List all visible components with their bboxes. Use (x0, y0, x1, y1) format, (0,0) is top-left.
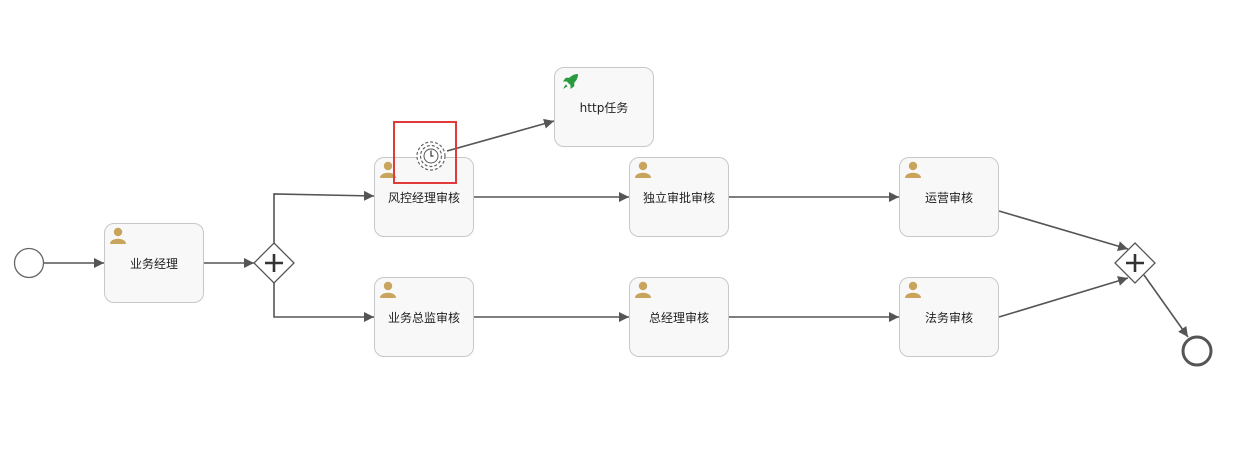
flow-join-to-end[interactable] (1143, 274, 1189, 338)
task-label: 运营审核 (924, 190, 973, 205)
task-label: 风控经理审核 (387, 190, 460, 205)
task-label: 总经理审核 (648, 310, 709, 325)
task-label: 业务经理 (129, 256, 178, 271)
flow-fork-to-director-review[interactable] (273, 283, 374, 322)
task-manager[interactable]: 业务经理 (104, 223, 204, 303)
user-icon (380, 281, 396, 298)
end-event[interactable] (1181, 335, 1213, 367)
flow-legal-to-join[interactable] (998, 276, 1129, 318)
task-http[interactable]: http任务 (554, 67, 654, 147)
clock-icon (423, 148, 439, 164)
user-icon (110, 227, 126, 244)
timer-boundary-event[interactable] (415, 140, 447, 172)
task-director-review[interactable]: 业务总监审核 (374, 277, 474, 357)
plus-icon (1126, 254, 1144, 272)
task-label: http任务 (579, 100, 629, 115)
flow-fork-to-risk-review[interactable] (273, 190, 375, 243)
task-label: 法务审核 (924, 310, 973, 325)
flow-operations-to-join[interactable] (998, 210, 1129, 251)
task-gm-review[interactable]: 总经理审核 (629, 277, 729, 357)
fork-parallel-gateway[interactable] (253, 242, 295, 284)
join-parallel-gateway[interactable] (1114, 242, 1156, 284)
plus-icon (265, 254, 283, 272)
task-operations-review[interactable]: 运营审核 (899, 157, 999, 237)
task-label: 独立审批审核 (642, 190, 715, 205)
task-label: 业务总监审核 (387, 310, 460, 325)
start-event[interactable] (13, 247, 45, 279)
user-icon (905, 161, 921, 178)
user-icon (380, 161, 396, 178)
task-risk-review[interactable]: 风控经理审核 (374, 157, 474, 237)
rocket-icon (562, 73, 579, 90)
user-icon (905, 281, 921, 298)
user-icon (635, 161, 651, 178)
flow-timer-to-http-task[interactable] (446, 118, 555, 152)
task-independent-review[interactable]: 独立审批审核 (629, 157, 729, 237)
user-icon (635, 281, 651, 298)
task-legal-review[interactable]: 法务审核 (899, 277, 999, 357)
